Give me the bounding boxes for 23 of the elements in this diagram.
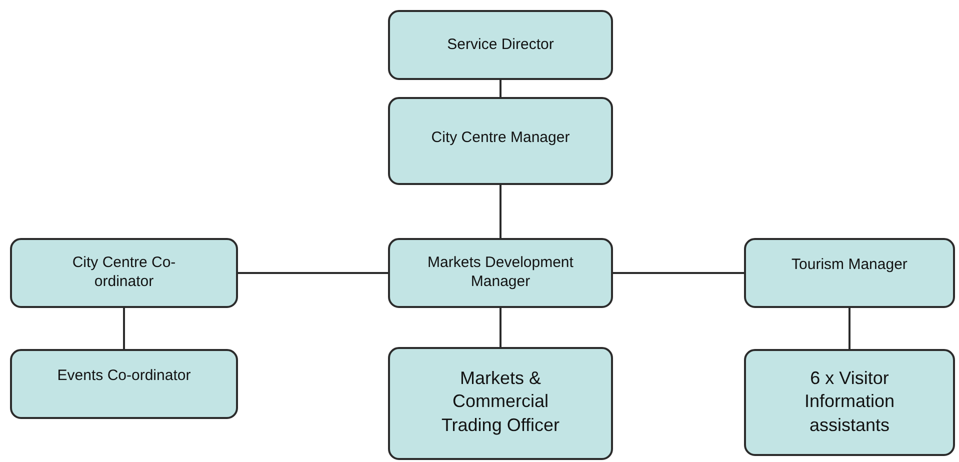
role-title: City Centre Manager: [431, 129, 570, 148]
role-title: Tourism Manager: [792, 256, 908, 275]
role-box: [744, 238, 955, 308]
role-title: Events Co-ordinator: [57, 367, 191, 386]
connector-line: [500, 308, 502, 347]
role-box: [388, 238, 613, 308]
role-box: [10, 238, 238, 308]
role-title: City Centre Co-ordinator: [71, 254, 177, 292]
role-box: [388, 97, 613, 185]
role-title: Service Director: [447, 36, 554, 55]
connector-line: [123, 308, 125, 349]
role-title: 6 x Visitor Information assistants: [803, 367, 896, 437]
role-title: Markets Development Manager: [426, 254, 574, 292]
connector-line: [238, 272, 388, 274]
role-box: [744, 349, 955, 456]
connector-line: [613, 272, 744, 274]
role-box: [10, 349, 238, 419]
role-box: [388, 10, 613, 80]
role-box: [388, 347, 613, 460]
connector-line: [848, 308, 850, 349]
connector-line: [500, 80, 502, 97]
role-title: Markets & Commercial Trading Officer: [440, 367, 561, 437]
connector-line: [500, 185, 502, 238]
